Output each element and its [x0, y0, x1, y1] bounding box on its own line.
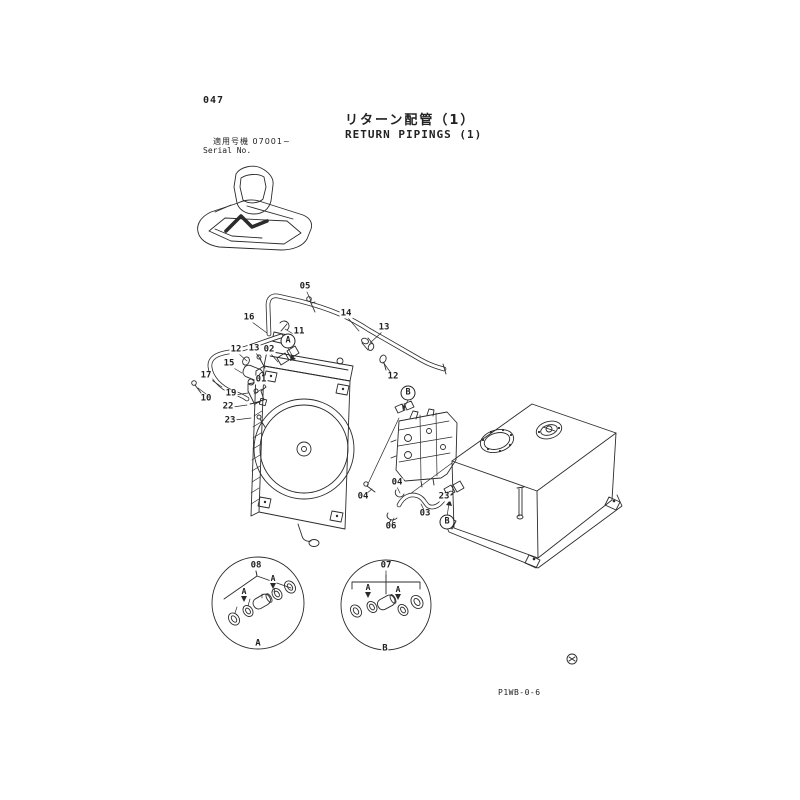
serial-number-label: Serial No. [203, 146, 252, 155]
hydraulic-tank [405, 403, 623, 569]
excavator-locator-icon [197, 165, 313, 251]
radiator-assembly [250, 331, 355, 547]
return-pipe-upper [265, 293, 447, 375]
footer-drawing-code: P1WB-0-6 [498, 688, 541, 697]
page-number: 047 [203, 95, 225, 106]
leader-lines [197, 291, 452, 578]
detail-circle-a [211, 556, 305, 650]
revision-mark-icon [566, 653, 578, 665]
fittings-and-clamps [191, 296, 387, 428]
title-japanese: リターン配管（1） [345, 113, 476, 128]
serial-applicability: 適用号機 07001~ [213, 137, 291, 146]
control-valve [366, 400, 458, 488]
title-english: RETURN PIPINGS (1) [345, 128, 483, 141]
